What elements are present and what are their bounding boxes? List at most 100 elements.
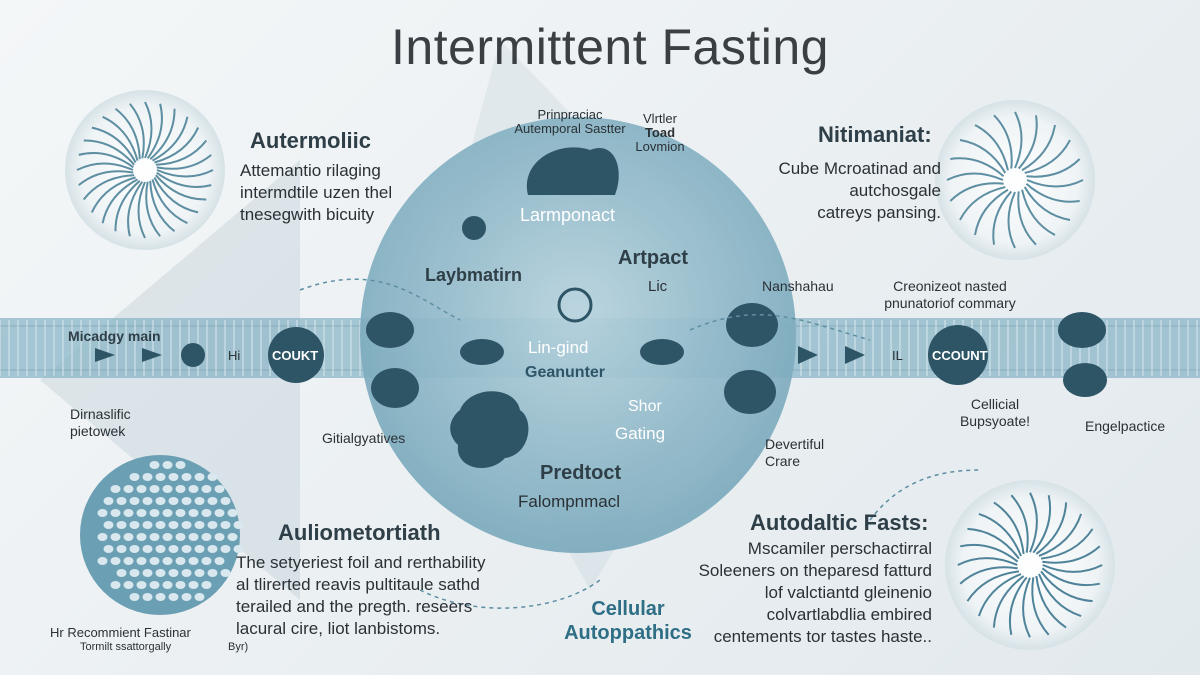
cell-shape xyxy=(142,545,153,553)
cell-shape xyxy=(194,545,205,553)
bottom-right-heading: Autodaltic Fasts: xyxy=(750,510,929,535)
cell-shape xyxy=(175,581,186,589)
cell-shape xyxy=(175,461,186,469)
cell-shape xyxy=(155,569,166,577)
cell-shape xyxy=(220,497,231,505)
center-short-label: Shor xyxy=(628,398,662,415)
cell-shape xyxy=(194,473,205,481)
radial-strand xyxy=(78,170,134,186)
cell-shape xyxy=(142,521,153,529)
cell-shape xyxy=(103,521,114,529)
radial-strand xyxy=(1014,111,1023,169)
cell-shape xyxy=(201,485,212,493)
cell-shape xyxy=(142,497,153,505)
bottom-left-heading: Auliometortiath xyxy=(278,520,441,545)
cell-shape xyxy=(116,569,127,577)
radial-strand xyxy=(967,527,1020,560)
top-right-lens xyxy=(935,100,1095,260)
bottom-left-caption-3: Byr) xyxy=(228,641,249,653)
cell-shape xyxy=(162,461,173,469)
cell-shape xyxy=(194,593,205,601)
badge-left xyxy=(268,327,324,383)
radial-strand xyxy=(78,152,134,169)
cell-shape xyxy=(181,473,192,481)
cell-shape xyxy=(214,533,225,541)
cell-shape xyxy=(168,545,179,553)
radial-strand xyxy=(149,108,176,160)
cell-shape xyxy=(149,581,160,589)
cell-shape xyxy=(207,545,218,553)
radial-strand xyxy=(114,107,141,160)
cell-shape xyxy=(207,521,218,529)
badge-right xyxy=(928,325,988,385)
radial-strand xyxy=(1017,191,1037,246)
band-node-left xyxy=(181,343,205,367)
cell-shape xyxy=(220,545,231,553)
bottom-left-lens xyxy=(80,455,244,615)
radial-strand xyxy=(959,139,1007,174)
cell-shape xyxy=(129,569,140,577)
cell-shape xyxy=(97,509,108,517)
radial-strand xyxy=(1042,545,1101,564)
radial-strand xyxy=(1035,575,1067,629)
cell-shape xyxy=(149,557,160,565)
globe-icon xyxy=(462,216,486,240)
cell-shape xyxy=(201,581,212,589)
radial-strand xyxy=(152,116,189,162)
cell-shape xyxy=(162,485,173,493)
cell-shape xyxy=(227,509,238,517)
radial-strand xyxy=(1008,576,1028,635)
cell-shape xyxy=(168,473,179,481)
cell-shape xyxy=(149,509,160,517)
radial-strand xyxy=(1022,577,1031,638)
radial-strand xyxy=(1023,186,1071,221)
radial-strand xyxy=(966,570,1020,602)
arrow-left-2 xyxy=(142,348,162,362)
cell-shape xyxy=(194,521,205,529)
cell-shape xyxy=(188,509,199,517)
cell-shape xyxy=(155,593,166,601)
arrow-left-1 xyxy=(95,348,115,362)
radial-strand xyxy=(959,566,1018,585)
cell-shape xyxy=(129,521,140,529)
cell-shape xyxy=(136,557,147,565)
radial-strand xyxy=(1042,564,1103,573)
top-left-heading: Autermoliic xyxy=(250,128,372,153)
cell-shape xyxy=(181,497,192,505)
cell-shape xyxy=(129,545,140,553)
center-bottom-label-2: Falompnmacl xyxy=(518,492,621,511)
cell-shape xyxy=(201,509,212,517)
radial-strand xyxy=(1026,158,1081,178)
radial-strand xyxy=(1021,189,1056,236)
cell-shape xyxy=(175,485,186,493)
band-right-il: IL xyxy=(892,348,903,363)
cell-shape xyxy=(168,497,179,505)
cell-shape xyxy=(214,485,225,493)
radial-strand xyxy=(114,180,141,232)
cell-shape xyxy=(194,569,205,577)
radial-strand xyxy=(1017,115,1038,170)
radial-strand xyxy=(90,176,136,213)
center-mid-label: Lin-gind xyxy=(528,338,589,357)
cell-shape xyxy=(168,593,179,601)
radial-strand xyxy=(91,126,137,163)
cell-shape xyxy=(110,533,121,541)
cell-shape xyxy=(220,521,231,529)
cell-shape xyxy=(116,545,127,553)
radial-strand xyxy=(156,171,212,188)
cell-shape xyxy=(181,569,192,577)
radial-strand xyxy=(949,182,1004,202)
organelle-right-2 xyxy=(726,303,778,347)
organelle-far-right-1 xyxy=(1058,312,1106,348)
radial-strand xyxy=(1038,513,1083,557)
center-core-icon xyxy=(557,287,593,323)
cell-shape xyxy=(149,485,160,493)
radial-strand xyxy=(1031,577,1050,636)
radial-strand xyxy=(1040,570,1093,603)
cell-shape xyxy=(162,581,173,589)
